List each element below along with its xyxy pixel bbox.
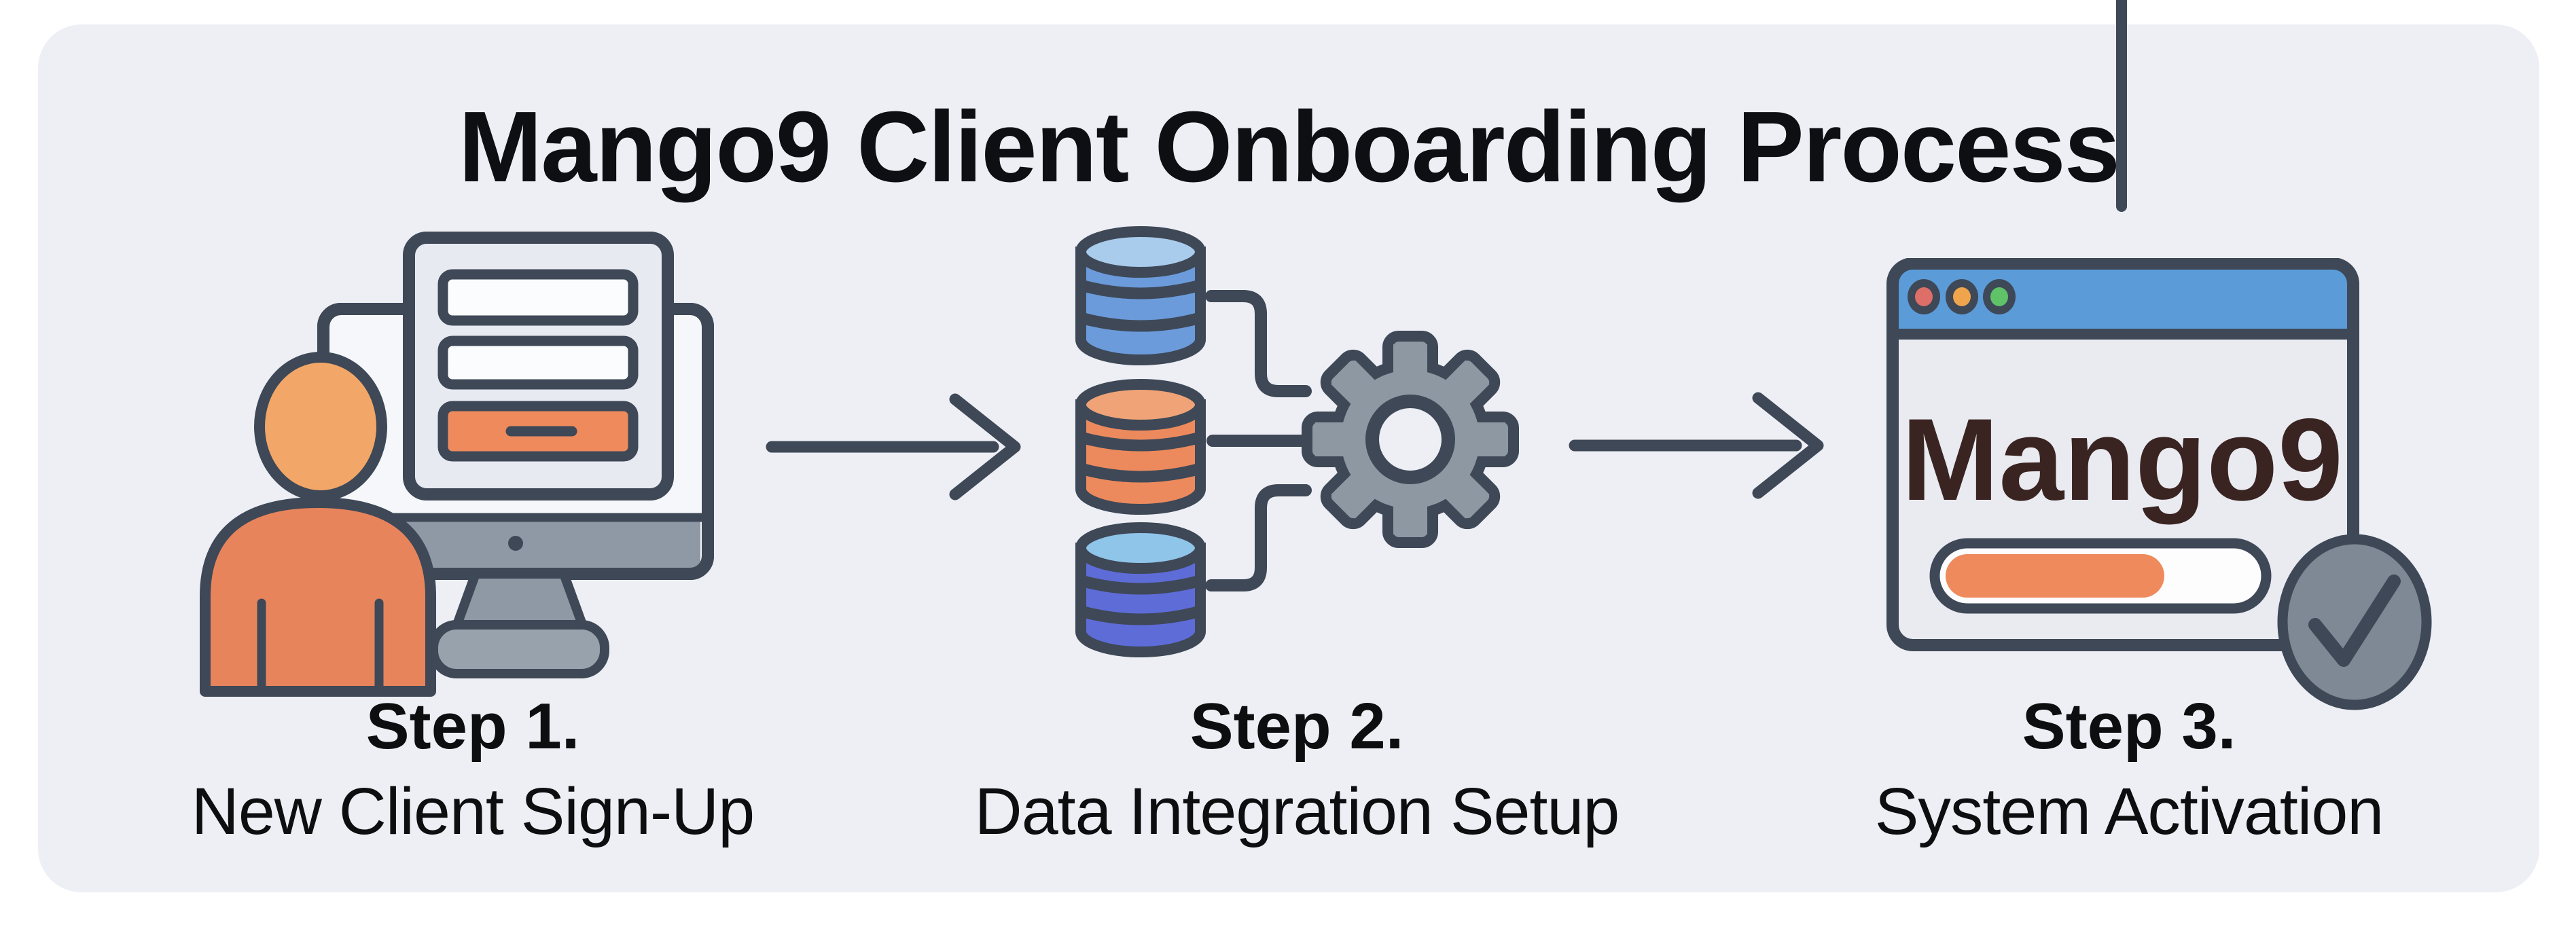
arrow-right-icon	[766, 393, 1021, 500]
db-connector-lines	[1205, 290, 1312, 591]
person-icon	[200, 352, 436, 697]
step-1-number: Step 1.	[365, 690, 580, 763]
gear-icon	[1302, 331, 1519, 548]
arrow-right-icon	[1569, 392, 1824, 499]
step-1-label: Step 1. New Client Sign-Up	[65, 690, 880, 848]
monitor-base	[429, 620, 609, 678]
check-badge-icon	[2277, 534, 2432, 710]
step-1-name: New Client Sign-Up	[191, 774, 755, 848]
progress-bar-fill	[1946, 554, 2164, 598]
step-3-name: System Activation	[1874, 774, 2384, 848]
browser-window-progress-check-icon: Mango9	[1886, 258, 2432, 710]
person-at-monitor-signup-form-icon	[200, 232, 714, 697]
form-field	[437, 269, 639, 326]
step-3-label: Step 3. System Activation	[1721, 690, 2537, 848]
browser-brand-text: Mango9	[1901, 395, 2343, 525]
database-indigo-icon	[1075, 522, 1206, 657]
signup-form-icon	[403, 232, 674, 500]
gear-center-hole	[1365, 395, 1455, 484]
database-orange-icon	[1075, 379, 1206, 515]
form-field	[437, 335, 639, 390]
step-2-number: Step 2.	[1189, 690, 1404, 763]
monitor-power-dot	[508, 536, 523, 551]
monitor-stand	[452, 569, 588, 631]
step-2-name: Data Integration Setup	[974, 774, 1620, 848]
step-2-label: Step 2. Data Integration Setup	[889, 690, 1704, 848]
process-title: Mango9 Client Onboarding Process	[458, 91, 2120, 203]
database-blue-icon	[1075, 226, 1206, 365]
databases-to-gear-icon	[1075, 226, 1519, 657]
traffic-light-buttons-icon	[1908, 279, 2016, 314]
progress-bar	[1929, 538, 2272, 614]
step-3-number: Step 3.	[2022, 690, 2236, 763]
vertical-connector-line	[2116, 0, 2127, 212]
